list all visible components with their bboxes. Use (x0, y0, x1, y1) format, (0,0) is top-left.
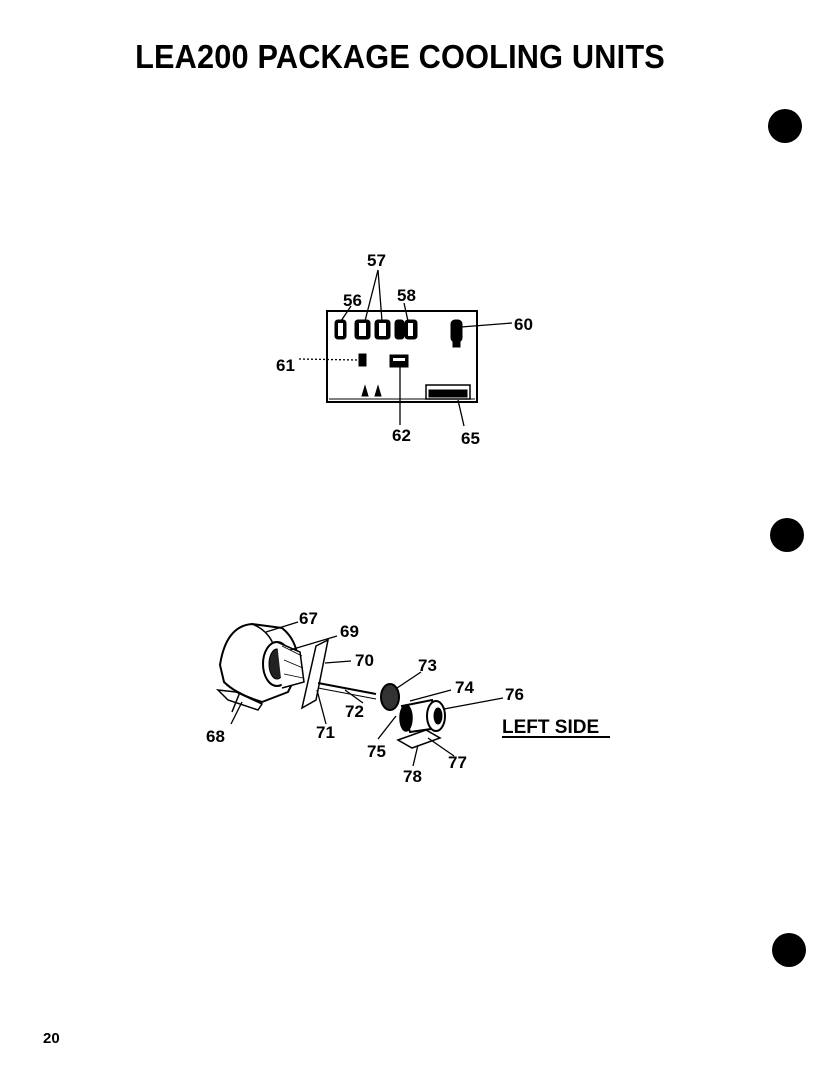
callout-72: 72 (345, 702, 364, 721)
callout-73: 73 (418, 656, 437, 675)
blower-assembly (215, 622, 446, 749)
callout-60: 60 (514, 315, 533, 334)
page-title: LEA200 PACKAGE COOLING UNITS (135, 38, 665, 75)
callout-77: 77 (448, 753, 467, 772)
callout-78: 78 (403, 767, 422, 786)
callout-71: 71 (316, 723, 335, 742)
left-side-label: LEFT SIDE (502, 717, 599, 738)
control-box-leaders (298, 269, 513, 427)
callout-69: 69 (340, 622, 359, 641)
callout-65: 65 (461, 429, 480, 448)
binder-hole-bottom (772, 933, 806, 967)
callout-61: 61 (276, 356, 295, 375)
blower-leaders (230, 621, 504, 767)
callout-58: 58 (397, 286, 416, 305)
page-number: 20 (43, 1030, 60, 1047)
callout-62: 62 (392, 426, 411, 445)
callout-76: 76 (505, 685, 524, 704)
callout-70: 70 (355, 651, 374, 670)
callout-68: 68 (206, 727, 225, 746)
binder-hole-top (768, 109, 802, 143)
callout-57: 57 (367, 251, 386, 270)
callout-56: 56 (343, 291, 362, 310)
control-box (326, 310, 478, 403)
callout-75: 75 (367, 742, 386, 761)
binder-hole-middle (770, 518, 804, 552)
callout-67: 67 (299, 609, 318, 628)
callout-74: 74 (455, 678, 474, 697)
